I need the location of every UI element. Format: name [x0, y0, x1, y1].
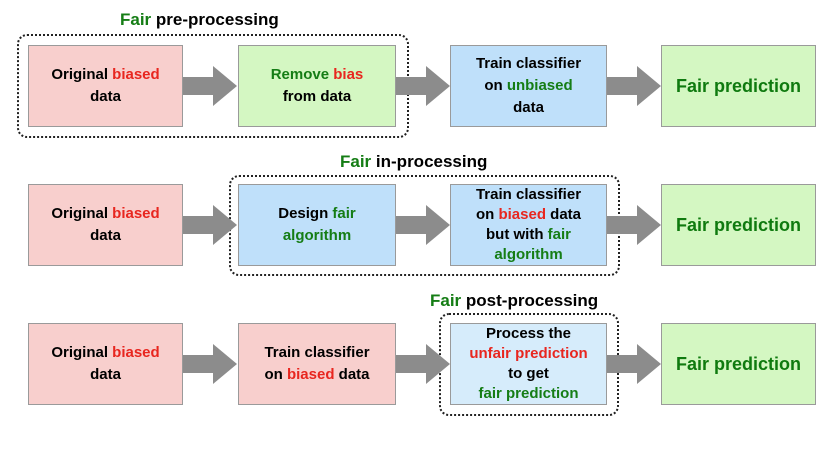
box-text-segment: data [546, 206, 582, 223]
box-text-segment: unbiased [506, 77, 573, 94]
fair-prediction-box: Fair prediction [661, 184, 816, 266]
box-text-line: Fair prediction [676, 214, 801, 236]
box-text-segment: fair [332, 205, 356, 222]
box-text-segment: bias [333, 66, 364, 83]
box-text-segment: Train classifier [264, 344, 370, 361]
train-classifier-unbiased-box: Train classifier on unbiased data [450, 45, 607, 127]
box-text-segment: biased [112, 344, 160, 361]
box-text-segment: Train classifier [475, 186, 582, 203]
train-classifier-biased-box: Train classifier on biased data [238, 323, 396, 405]
fair-prediction-box: Fair prediction [661, 323, 816, 405]
pre-processing-title: Fair pre-processing [120, 10, 279, 29]
box-text-segment: from data [282, 88, 352, 105]
original-biased-data-box: Original biased data [28, 184, 183, 266]
box-text-line: algorithm [278, 225, 356, 247]
arrow-icon [183, 66, 237, 106]
box-text-segment: biased [112, 66, 160, 83]
box-text-segment: on [484, 77, 507, 94]
remove-bias-box: Remove bias from data [238, 45, 396, 127]
box-text-line: data [51, 86, 159, 108]
box-text-segment: on [475, 206, 499, 223]
arrow-icon [396, 66, 450, 106]
process-unfair-prediction-box: Process the unfair prediction to get fair p… [450, 323, 607, 405]
arrow-icon [396, 344, 450, 384]
box-text-line: from data [271, 86, 364, 108]
box-text-segment: to get [508, 365, 549, 382]
box-text-line: data [51, 225, 159, 247]
box-text-segment: data [90, 366, 121, 383]
box-text-segment: data [334, 366, 370, 383]
box-text-segment: Fair prediction [675, 215, 801, 235]
in-processing-title: Fair in-processing [340, 152, 488, 171]
box-text-line: fair prediction [469, 384, 587, 404]
box-text-line: data [476, 97, 581, 119]
box-text-line: unfair prediction [469, 344, 587, 364]
box-text-line: Remove bias [271, 64, 364, 86]
box-text-line: Fair prediction [676, 75, 801, 97]
box-text-segment: Fair prediction [675, 354, 801, 374]
post-processing-title: Fair post-processing [430, 291, 599, 310]
original-biased-data-box: Original biased data [28, 45, 183, 127]
arrow-icon [607, 205, 661, 245]
box-text-segment: data [90, 227, 121, 244]
arrow-icon [607, 66, 661, 106]
box-text-segment: fair [547, 226, 571, 243]
box-text-line: Original biased [51, 64, 159, 86]
box-text-segment: data [90, 88, 121, 105]
box-text-segment: algorithm [282, 227, 352, 244]
box-text-line: Design fair [278, 203, 356, 225]
design-fair-algorithm-box: Design fair algorithm [238, 184, 396, 266]
box-text-line: Fair prediction [676, 353, 801, 375]
box-text-line: Train classifier [476, 185, 581, 205]
box-text-segment: Original [51, 344, 113, 361]
box-text-segment: algorithm [494, 246, 563, 263]
box-text-segment: on [264, 366, 287, 383]
box-text-line: on unbiased [476, 75, 581, 97]
box-text-segment: unfair prediction [469, 345, 588, 362]
box-text-segment: fair prediction [478, 385, 579, 402]
box-text-segment: Original [51, 66, 113, 83]
arrow-icon [607, 344, 661, 384]
box-text-line: Original biased [51, 203, 159, 225]
box-text-line: data [51, 364, 159, 386]
box-text-line: Original biased [51, 342, 159, 364]
box-text-segment: Fair prediction [675, 76, 801, 96]
arrow-icon [183, 205, 237, 245]
box-text-line: Process the [469, 324, 587, 344]
box-text-line: Train classifier [264, 342, 369, 364]
box-text-segment: data [513, 99, 544, 116]
arrow-icon [396, 205, 450, 245]
box-text-line: Train classifier [476, 53, 581, 75]
box-text-segment: Remove [270, 66, 334, 83]
box-text-line: algorithm [476, 245, 581, 265]
box-text-segment: biased [112, 205, 160, 222]
box-text-line: on biased data [264, 364, 369, 386]
box-text-segment: biased [498, 206, 546, 223]
arrow-icon [183, 344, 237, 384]
fair-prediction-box: Fair prediction [661, 45, 816, 127]
box-text-line: but with fair [476, 225, 581, 245]
box-text-line: on biased data [476, 205, 581, 225]
box-text-segment: but with [486, 226, 548, 243]
box-text-segment: Train classifier [475, 55, 582, 72]
box-text-segment: biased [286, 366, 335, 383]
original-biased-data-box: Original biased data [28, 323, 183, 405]
box-text-segment: Process the [485, 325, 572, 342]
box-text-line: to get [469, 364, 587, 384]
box-text-segment: Original [51, 205, 113, 222]
box-text-segment: Design [278, 205, 333, 222]
